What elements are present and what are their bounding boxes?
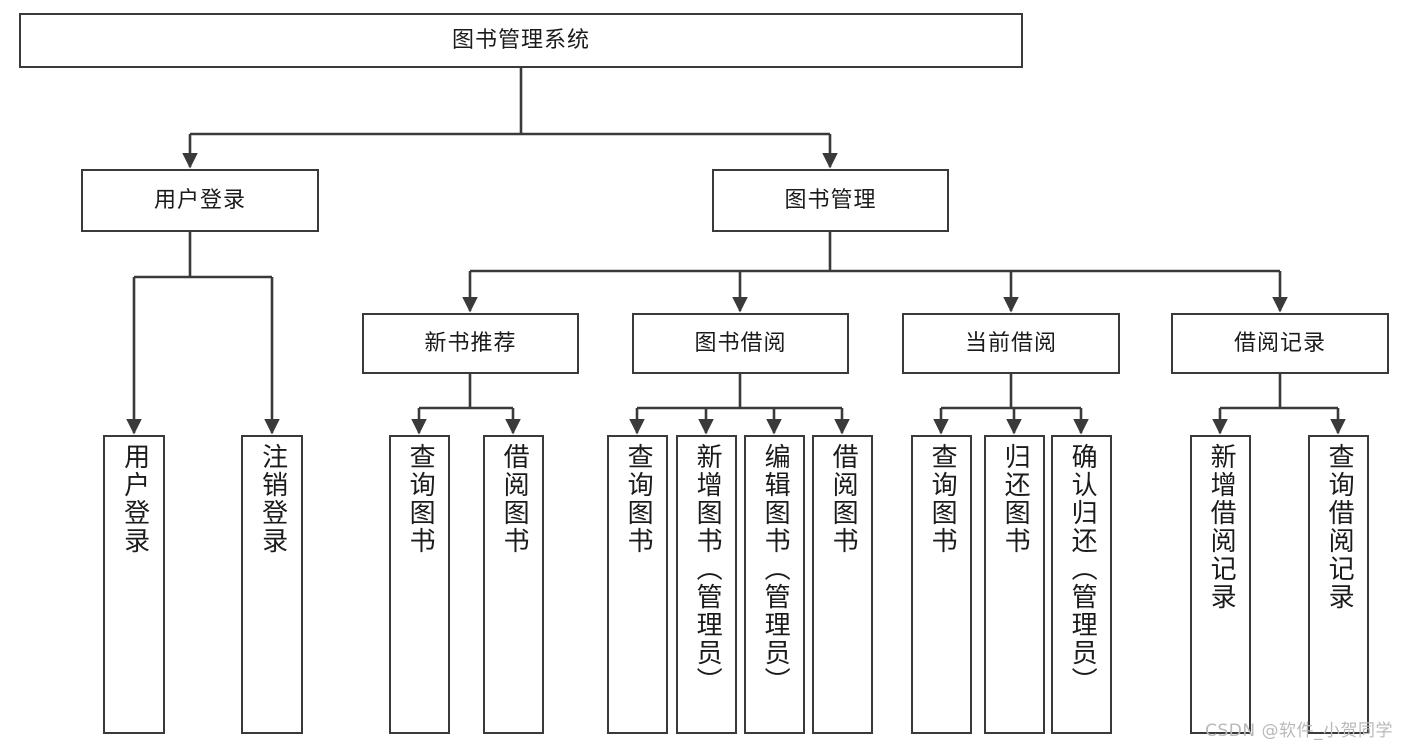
node-user-login[interactable]: 用户登录 [81,169,319,232]
node-user-login-label: 用户登录 [153,187,246,213]
leaf-borrow-add-book-admin[interactable]: 新增图书（管理员） [676,435,737,734]
leaf-current-query-book-label: 查询图书 [927,443,958,555]
node-new-book-recommend[interactable]: 新书推荐 [362,313,579,374]
node-borrow-records-label: 借阅记录 [1233,330,1326,356]
node-new-book-recommend-label: 新书推荐 [424,330,517,356]
leaf-records-query-record[interactable]: 查询借阅记录 [1308,435,1369,734]
leaf-user-logout[interactable]: 注销登录 [241,435,303,734]
node-book-borrow-label: 图书借阅 [694,330,787,356]
leaf-records-query-record-label: 查询借阅记录 [1324,443,1355,611]
leaf-borrow-query-book-label: 查询图书 [623,443,654,555]
leaf-records-add-record-label: 新增借阅记录 [1206,443,1237,611]
leaf-newbook-query-book[interactable]: 查询图书 [389,435,450,734]
leaf-borrow-edit-book-admin[interactable]: 编辑图书（管理员） [744,435,805,734]
node-current-borrow-label: 当前借阅 [964,330,1057,356]
leaf-current-return-book-label: 归还图书 [1000,443,1031,555]
node-root[interactable]: 图书管理系统 [19,13,1023,68]
leaf-newbook-borrow-book-label: 借阅图书 [499,443,530,555]
node-current-borrow[interactable]: 当前借阅 [902,313,1120,374]
node-book-management-label: 图书管理 [784,187,877,213]
node-book-management[interactable]: 图书管理 [712,169,949,232]
node-borrow-records[interactable]: 借阅记录 [1171,313,1389,374]
leaf-user-login[interactable]: 用户登录 [103,435,165,734]
leaf-newbook-borrow-book[interactable]: 借阅图书 [483,435,544,734]
csdn-watermark: CSDN @软件_小贺同学 [1205,721,1393,741]
leaf-current-confirm-return-admin[interactable]: 确认归还（管理员） [1051,435,1112,734]
leaf-borrow-edit-book-admin-label: 编辑图书（管理员） [760,443,791,695]
leaf-records-add-record[interactable]: 新增借阅记录 [1190,435,1251,734]
leaf-current-confirm-return-admin-label: 确认归还（管理员） [1067,443,1098,695]
leaf-current-query-book[interactable]: 查询图书 [911,435,972,734]
node-root-label: 图书管理系统 [451,27,590,53]
leaf-borrow-query-book[interactable]: 查询图书 [607,435,668,734]
leaf-user-logout-label: 注销登录 [257,443,288,555]
node-book-borrow[interactable]: 图书借阅 [632,313,849,374]
leaf-user-login-label: 用户登录 [119,443,150,555]
leaf-current-return-book[interactable]: 归还图书 [984,435,1045,734]
leaf-borrow-add-book-admin-label: 新增图书（管理员） [692,443,723,695]
leaf-borrow-lend-book[interactable]: 借阅图书 [812,435,873,734]
leaf-newbook-query-book-label: 查询图书 [405,443,436,555]
leaf-borrow-lend-book-label: 借阅图书 [828,443,859,555]
